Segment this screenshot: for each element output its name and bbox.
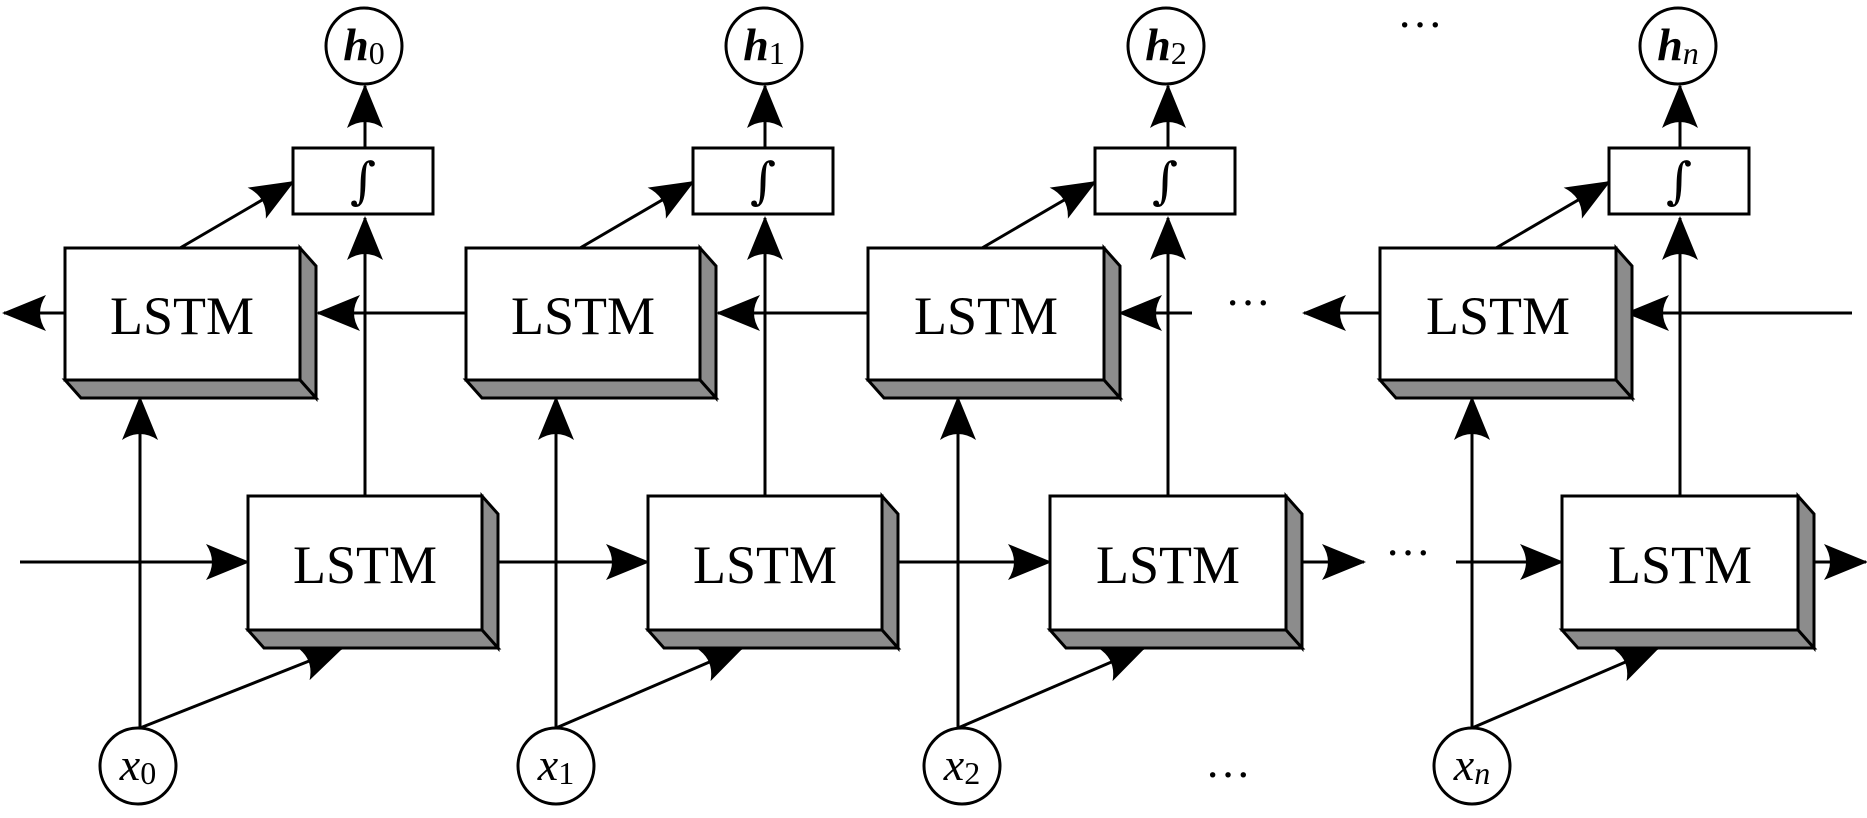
unit-connections (122, 84, 1698, 730)
svg-text:x2: x2 (943, 739, 980, 791)
integral-symbol: ∫ (1152, 152, 1178, 210)
ellipsis-top: ··· (1397, 0, 1443, 50)
input-base: x (537, 739, 559, 790)
forward-lstm-2: LSTM (1046, 492, 1306, 652)
backward-lstm-2: LSTM (864, 244, 1124, 402)
input-sub: 1 (558, 755, 574, 791)
input-node-x2: x2 (922, 726, 1002, 806)
ellipsis-forward-row: ··· (1385, 527, 1431, 578)
backward1-to-act (579, 180, 695, 250)
output-base: h (1657, 19, 1683, 70)
input-base: x (943, 739, 965, 790)
integral-symbol: ∫ (750, 152, 776, 210)
input-node-xn: xn (1432, 726, 1512, 806)
input-base: x (119, 739, 141, 790)
lstm-label: LSTM (293, 535, 437, 595)
lstm-label: LSTM (1608, 535, 1752, 595)
ellipsis-backward-row: ··· (1225, 277, 1271, 328)
output-node-hn: hn (1638, 6, 1718, 86)
activation-box-2: ∫ (1093, 146, 1237, 216)
backward-lstm-1: LSTM (462, 244, 720, 402)
input-node-x1: x1 (516, 726, 596, 806)
lstm-label: LSTM (693, 535, 837, 595)
backward2-to-act (981, 180, 1097, 250)
input-sub: 0 (140, 755, 156, 791)
input-node-x0: x0 (98, 726, 178, 806)
activation-box-0: ∫ (291, 146, 435, 216)
x0-to-forward (139, 646, 344, 730)
svg-text:x0: x0 (119, 739, 156, 791)
backward-lstm-0: LSTM (61, 244, 320, 402)
output-sub: 1 (769, 35, 785, 71)
output-base: h (343, 19, 369, 70)
activation-box-1: ∫ (691, 146, 835, 216)
backward-lstm-n: LSTM (1376, 244, 1636, 402)
lstm-label: LSTM (1096, 535, 1240, 595)
lstm-label: LSTM (110, 286, 254, 346)
lstm-label: LSTM (511, 286, 655, 346)
output-node-h1: h1 (724, 6, 804, 86)
backward0-to-act (179, 180, 295, 250)
ellipsis-bottom: ··· (1205, 749, 1251, 800)
input-sub: 2 (964, 755, 980, 791)
output-sub: 2 (1171, 35, 1187, 71)
integral-symbol: ∫ (1666, 152, 1692, 210)
input-sub: n (1474, 755, 1490, 791)
output-base: h (1145, 19, 1171, 70)
output-base: h (743, 19, 769, 70)
integral-symbol: ∫ (350, 152, 376, 210)
xn-to-forward (1471, 646, 1660, 730)
forward-lstm-n: LSTM (1558, 492, 1818, 652)
svg-text:hn: hn (1657, 19, 1699, 71)
backwardn-to-act (1495, 180, 1611, 250)
lstm-label: LSTM (914, 286, 1058, 346)
svg-text:h1: h1 (743, 19, 785, 71)
lstm-label: LSTM (1426, 286, 1570, 346)
x2-to-forward (957, 646, 1146, 730)
output-node-h0: h0 (324, 6, 404, 86)
output-sub: n (1683, 35, 1699, 71)
svg-text:h0: h0 (343, 19, 385, 71)
svg-text:h2: h2 (1145, 19, 1187, 71)
output-sub: 0 (369, 35, 385, 71)
x1-to-forward (555, 646, 744, 730)
svg-text:x1: x1 (537, 739, 574, 791)
activation-box-n: ∫ (1607, 146, 1751, 216)
svg-text:xn: xn (1453, 739, 1490, 791)
forward-lstm-0: LSTM (244, 492, 502, 652)
input-base: x (1453, 739, 1475, 790)
output-node-h2: h2 (1126, 6, 1206, 86)
forward-lstm-1: LSTM (644, 492, 902, 652)
